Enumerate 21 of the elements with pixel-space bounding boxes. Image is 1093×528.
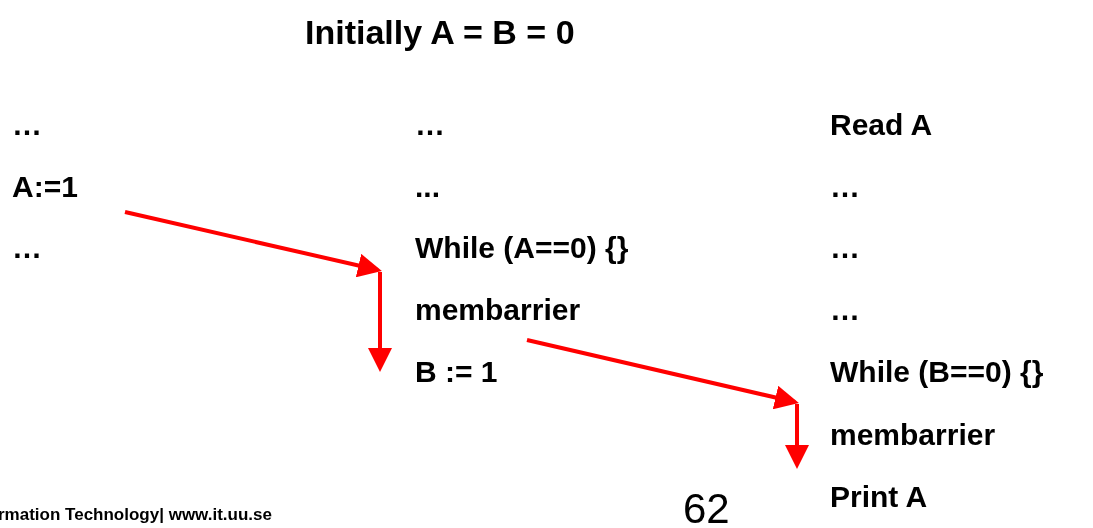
code-line: membarrier [830, 417, 996, 453]
code-line: B := 1 [415, 354, 498, 390]
arrow [526, 338, 799, 410]
code-line: ... [415, 169, 440, 205]
arrow [785, 404, 809, 469]
code-line: membarrier [415, 292, 581, 328]
code-line: … [12, 107, 42, 143]
page-number: 62 [683, 487, 730, 528]
code-line: … [830, 230, 860, 266]
code-line: While (A==0) {} [415, 230, 629, 266]
arrow [124, 210, 382, 278]
code-line: … [415, 107, 445, 143]
slide-title: Initially A = B = 0 [305, 14, 575, 50]
code-line: … [12, 230, 42, 266]
code-line: A:=1 [12, 169, 78, 205]
code-line: While (B==0) {} [830, 354, 1044, 390]
arrow [368, 272, 392, 372]
code-line: Read A [830, 107, 933, 143]
code-line: … [830, 292, 860, 328]
code-line: Print A [830, 479, 928, 515]
code-line: … [830, 169, 860, 205]
